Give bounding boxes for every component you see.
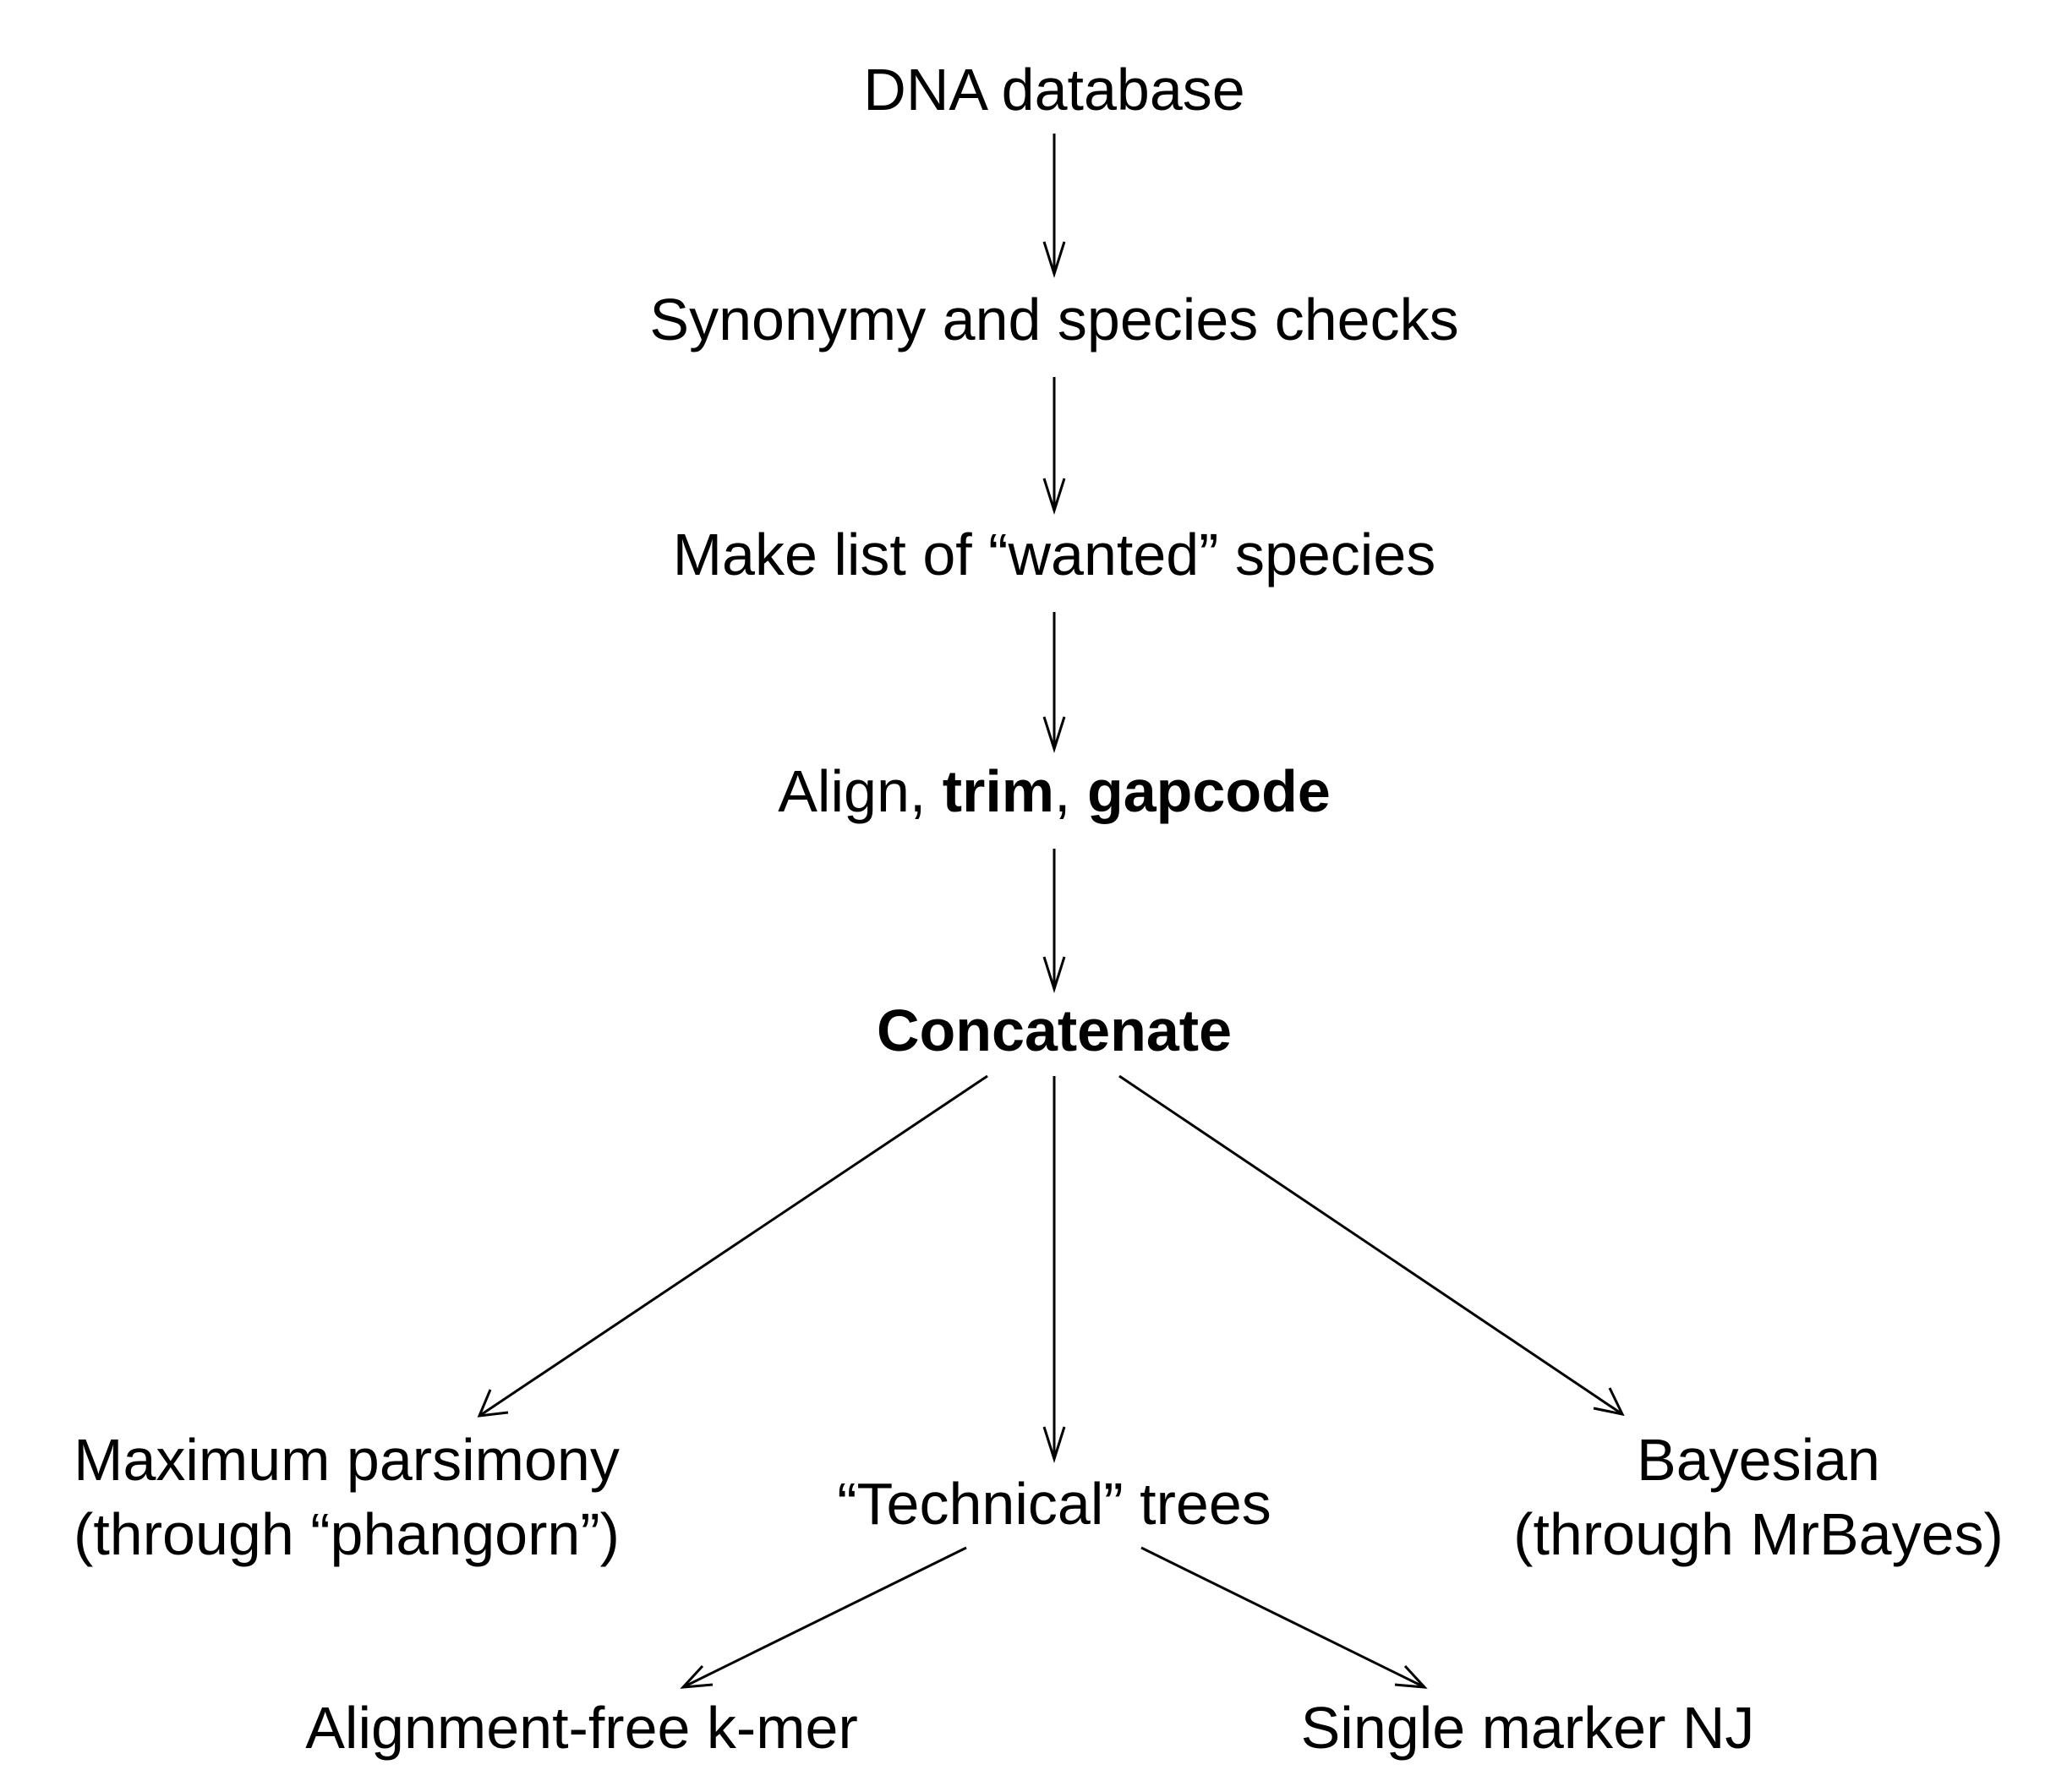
node-maximum-parsimony: Maximum parsimony (through “phangorn”) — [74, 1423, 620, 1571]
arrow-concatenate-to-technical — [1042, 1076, 1066, 1463]
arrow-technical-to-nj — [1140, 1546, 1428, 1689]
node-wanted-species: Make list of “wanted” species — [673, 517, 1436, 592]
node-synonymy-checks-label: Synonymy and species checks — [649, 287, 1459, 352]
arrow-technical-to-kmer — [680, 1546, 967, 1689]
node-technical-trees: “Technical” trees — [837, 1467, 1271, 1541]
arrow-concatenate-to-bayesian — [1118, 1074, 1625, 1417]
node-bayesian-line1: Bayesian — [1637, 1427, 1880, 1493]
node-kmer-label: Alignment-free k-mer — [305, 1695, 858, 1761]
node-dna-database: DNA database — [863, 52, 1244, 127]
node-align-separator: , — [1054, 758, 1087, 824]
node-trim-label: trim — [942, 758, 1055, 824]
node-technical-trees-label: “Technical” trees — [837, 1471, 1271, 1537]
node-bayesian: Bayesian (through MrBayes) — [1513, 1423, 2004, 1571]
node-maximum-parsimony-line1: Maximum parsimony — [74, 1427, 620, 1493]
node-single-marker-nj-label: Single marker NJ — [1300, 1695, 1755, 1761]
node-align-label: Align, — [778, 758, 943, 824]
node-align-trim-gapcode: Align, trim, gapcode — [778, 754, 1331, 828]
arrow-concatenate-to-parsimony — [477, 1074, 988, 1418]
node-concatenate-label: Concatenate — [876, 997, 1233, 1063]
arrow-synonymy-to-wanted — [1042, 377, 1066, 515]
node-maximum-parsimony-line2: (through “phangorn”) — [74, 1501, 620, 1567]
node-bayesian-line2: (through MrBayes) — [1513, 1501, 2004, 1567]
arrow-align-to-concatenate — [1042, 849, 1066, 993]
node-concatenate: Concatenate — [877, 993, 1232, 1068]
node-dna-database-label: DNA database — [863, 57, 1245, 123]
arrow-wanted-to-align — [1042, 612, 1066, 753]
arrow-dna-to-synonymy — [1042, 134, 1066, 278]
node-gapcode-label: gapcode — [1086, 758, 1331, 824]
node-single-marker-nj: Single marker NJ — [1301, 1691, 1755, 1765]
node-synonymy-checks: Synonymy and species checks — [649, 282, 1458, 357]
node-kmer: Alignment-free k-mer — [305, 1691, 858, 1765]
node-wanted-species-label: Make list of “wanted” species — [672, 522, 1436, 587]
